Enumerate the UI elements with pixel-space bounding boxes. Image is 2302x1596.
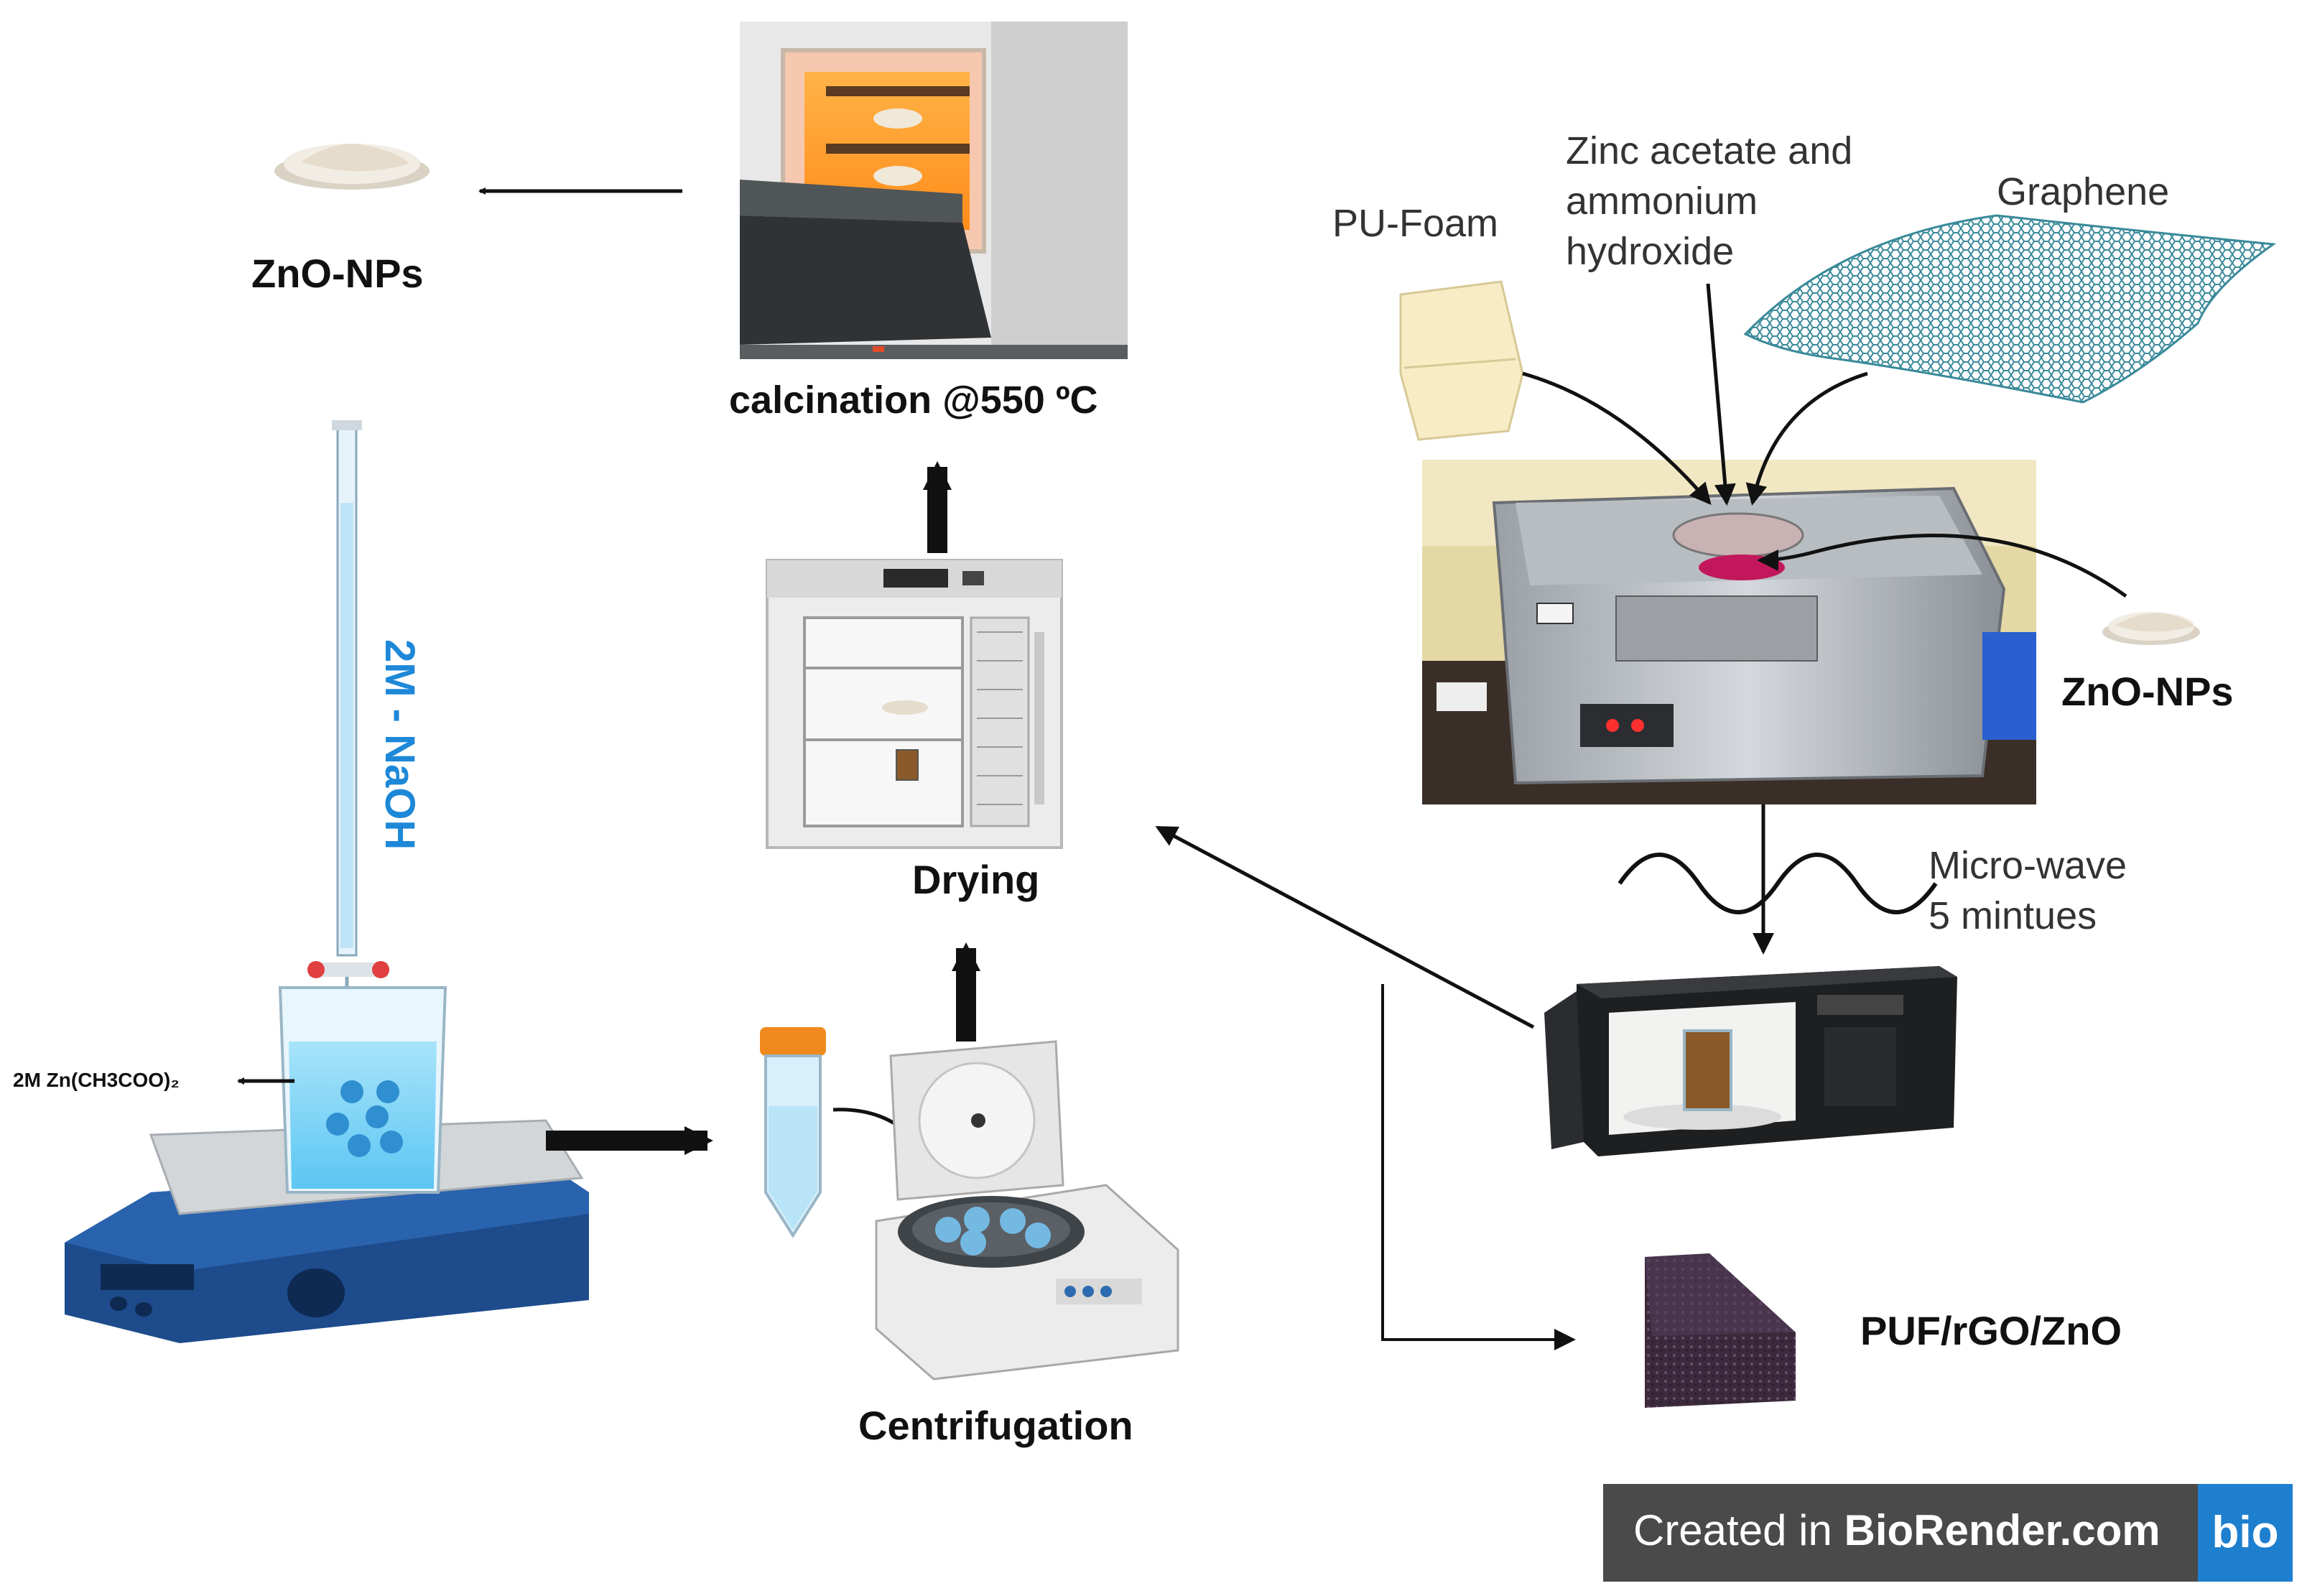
naoh-label: 2M - NaOH: [376, 639, 423, 850]
pu-foam-label: PU-Foam: [1332, 202, 1499, 245]
zinc-acetate-line-1: Zinc acetate and: [1566, 129, 1853, 172]
badge-brand: BioRender.com: [1844, 1506, 2161, 1554]
zno-nps-label: ZnO-NPs: [251, 251, 424, 296]
product-label: PUF/rGO/ZnO: [1860, 1308, 2122, 1353]
furnace-icon: [740, 22, 1128, 359]
biorender-logo-icon: bio: [2198, 1484, 2293, 1582]
zinc-acetate-label: 2M Zn(CH3COO)₂: [13, 1069, 180, 1091]
arrow-graphene-to-bath: [1745, 371, 1868, 506]
puf-rgo-zno-product-icon: [1645, 1253, 1796, 1408]
microwave-line-2: 5 mintues: [1929, 894, 2097, 937]
centrifugation-label: Centrifugation: [858, 1403, 1133, 1448]
centrifuge-icon: [875, 1040, 1179, 1381]
badge-prefix: Created in: [1633, 1506, 1844, 1554]
zno-nps-dish-icon: [274, 144, 430, 190]
ultrasonic-bath-photo: [1422, 460, 2036, 804]
drying-oven-icon: [766, 559, 1063, 849]
biorender-badge-text: Created in BioRender.com: [1633, 1505, 2161, 1555]
falcon-tube-icon: [760, 1027, 826, 1238]
microwave-label: Micro-wave 5 mintues: [1929, 840, 2127, 941]
beaker-icon: [278, 986, 447, 1194]
arrow-to-product: [1381, 984, 1576, 1350]
arrow-microwave-to-drying: [1155, 825, 1535, 1029]
hotplate-stirrer-icon: [65, 1119, 589, 1343]
arrow-zno-to-bath: [1757, 534, 2127, 598]
graphene-icon: [1743, 214, 2277, 404]
drying-label: Drying: [912, 857, 1040, 902]
arrow-foam-to-bath: [1522, 371, 1712, 506]
calcination-label: calcination @550 ºC: [729, 379, 1098, 422]
microwave-wave-icon: [1618, 853, 1938, 914]
microwave-oven-icon: [1544, 966, 1957, 1156]
pu-foam-icon: [1399, 280, 1524, 441]
zno-nps-dish-right-icon: [2102, 612, 2200, 645]
zinc-acetate-line-3: hydroxide: [1566, 230, 1735, 273]
zinc-acetate-ammonium-label: Zinc acetate and ammonium hydroxide: [1566, 126, 1852, 277]
biorender-badge: Created in BioRender.com bio: [1603, 1484, 2293, 1582]
burette-icon: [307, 420, 389, 1056]
zno-nps-right-label: ZnO-NPs: [2061, 669, 2234, 714]
microwave-line-1: Micro-wave: [1929, 844, 2127, 887]
graphene-label: Graphene: [1997, 170, 2170, 213]
arrow-zinc-acetate-to-bath: [1706, 283, 1736, 506]
zinc-acetate-line-2: ammonium: [1566, 180, 1758, 223]
